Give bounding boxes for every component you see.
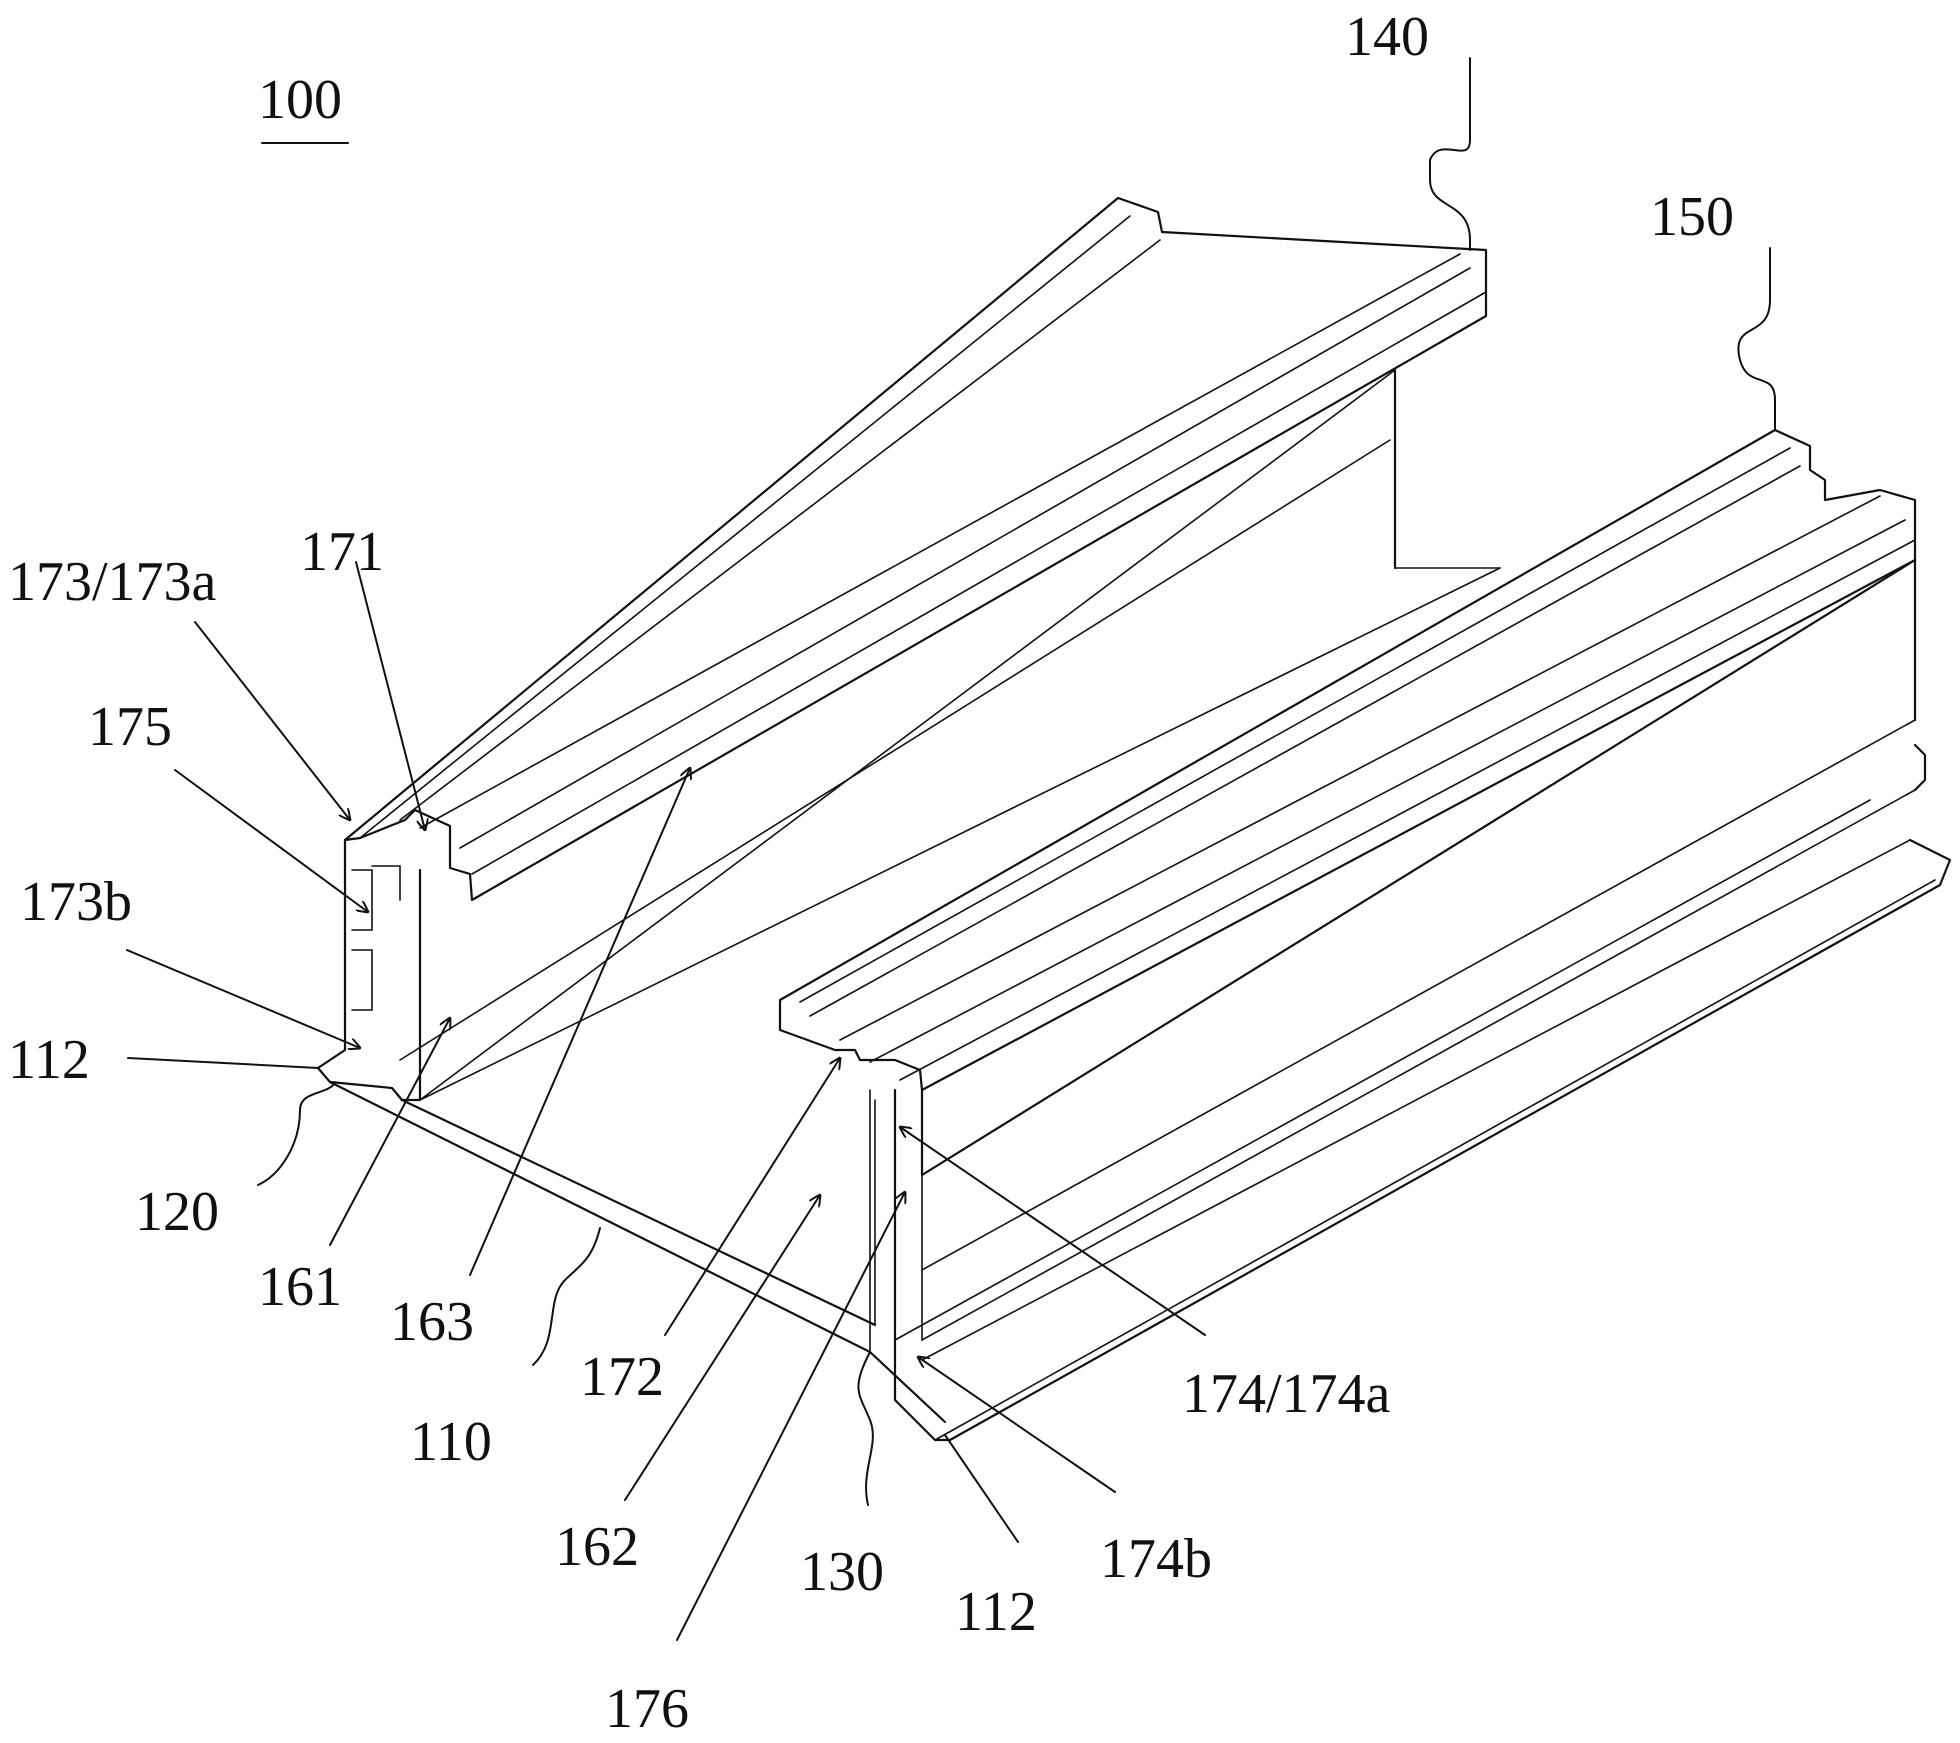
label-120: 120 bbox=[135, 1181, 219, 1243]
label-112-left: 112 bbox=[8, 1029, 90, 1091]
label-171: 171 bbox=[300, 521, 384, 583]
left-profile-140 bbox=[316, 196, 1488, 1102]
label-161: 161 bbox=[258, 1256, 342, 1318]
label-140: 140 bbox=[1345, 6, 1429, 68]
right-profile-150 bbox=[778, 428, 1952, 1442]
label-175: 175 bbox=[88, 696, 172, 758]
base-plate-110 bbox=[328, 567, 1501, 1424]
label-172: 172 bbox=[580, 1346, 664, 1408]
label-173-173a: 173/173a bbox=[8, 551, 217, 613]
label-176: 176 bbox=[605, 1678, 689, 1740]
reference-labels: 100 140 150 173/173a 171 175 173b 112 12… bbox=[8, 6, 1734, 1740]
label-150: 150 bbox=[1650, 186, 1734, 248]
label-162: 162 bbox=[555, 1516, 639, 1578]
label-174b: 174b bbox=[1100, 1528, 1212, 1590]
label-173b: 173b bbox=[20, 871, 132, 933]
label-112-right: 112 bbox=[955, 1581, 1037, 1643]
label-100: 100 bbox=[258, 69, 342, 131]
leader-lines bbox=[126, 57, 1776, 1641]
label-130: 130 bbox=[800, 1541, 884, 1603]
label-110: 110 bbox=[410, 1411, 492, 1473]
label-174-174a: 174/174a bbox=[1182, 1363, 1391, 1425]
label-163: 163 bbox=[390, 1291, 474, 1353]
